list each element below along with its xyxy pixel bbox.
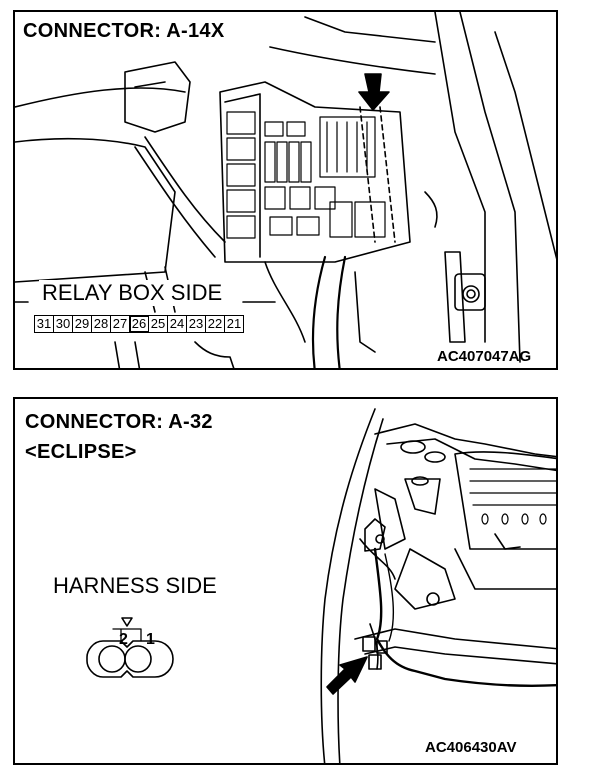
pin-24: 24 xyxy=(168,316,187,332)
pin-22: 22 xyxy=(206,316,225,332)
connector-title: CONNECTOR: A-32 xyxy=(25,411,213,433)
relay-box-illustration xyxy=(15,12,556,368)
pin-26: 26 xyxy=(130,316,149,332)
pin-21: 21 xyxy=(226,316,242,331)
pin-31: 31 xyxy=(35,316,54,332)
engine-bay-illustration xyxy=(86,408,556,763)
model-subtitle: <ECLIPSE> xyxy=(25,441,137,463)
figure-code: AC406430AV xyxy=(425,739,517,756)
harness-side-label: HARNESS SIDE xyxy=(53,573,217,598)
connector-a32-panel: CONNECTOR: A-32 <ECLIPSE> HARNESS SIDE 2… xyxy=(13,397,558,765)
pin-23: 23 xyxy=(187,316,206,332)
relay-box-side-label: RELAY BOX SIDE xyxy=(39,280,226,306)
pin-28: 28 xyxy=(92,316,111,332)
connector-title: CONNECTOR: A-14X xyxy=(23,20,225,42)
connector-pin-2: 2 xyxy=(119,631,128,648)
pin-25: 25 xyxy=(149,316,168,332)
connector-pin-1: 1 xyxy=(146,631,155,648)
pin-29: 29 xyxy=(73,316,92,332)
figure-code: AC407047AG xyxy=(437,348,532,365)
pin-30: 30 xyxy=(54,316,73,332)
pin-27: 27 xyxy=(111,316,130,332)
